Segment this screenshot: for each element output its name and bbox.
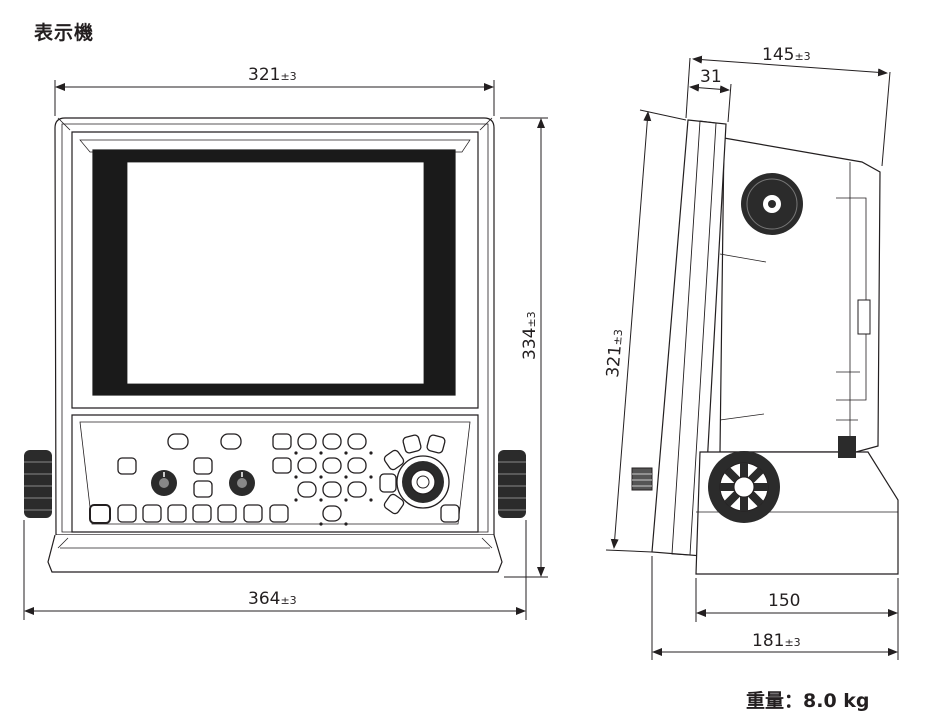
side-upper-knob — [741, 173, 803, 235]
side-body — [719, 137, 881, 453]
front-stand — [47, 534, 503, 573]
front-left-knob — [24, 450, 52, 518]
figure-title: 表示機 — [34, 22, 95, 44]
dim-side-bezel: 31 — [700, 67, 722, 87]
dim-front-width: 321±3 — [248, 65, 297, 85]
dim-front-height: 334±3 — [520, 311, 540, 360]
joystick — [396, 455, 450, 509]
front-right-knob — [498, 450, 526, 518]
dim-side-height: 321±3 — [603, 328, 627, 378]
dim-side-total: 181±3 — [752, 631, 801, 651]
front-view — [47, 117, 503, 573]
side-dimension-lines — [605, 55, 899, 660]
weight-label: 重量：8.0 kg — [746, 690, 870, 712]
side-lower-knob — [708, 451, 780, 523]
dim-side-depth: 145±3 — [762, 45, 811, 65]
screen — [127, 162, 424, 384]
rotary-knob-left — [151, 470, 177, 496]
dim-front-total-width: 364±3 — [248, 589, 297, 609]
front-dimension-lines — [23, 80, 548, 620]
dim-side-base: 150 — [768, 591, 800, 611]
keypad-buttons — [89, 433, 460, 524]
rotary-knob-right — [229, 470, 255, 496]
keypad-dots — [294, 451, 373, 526]
